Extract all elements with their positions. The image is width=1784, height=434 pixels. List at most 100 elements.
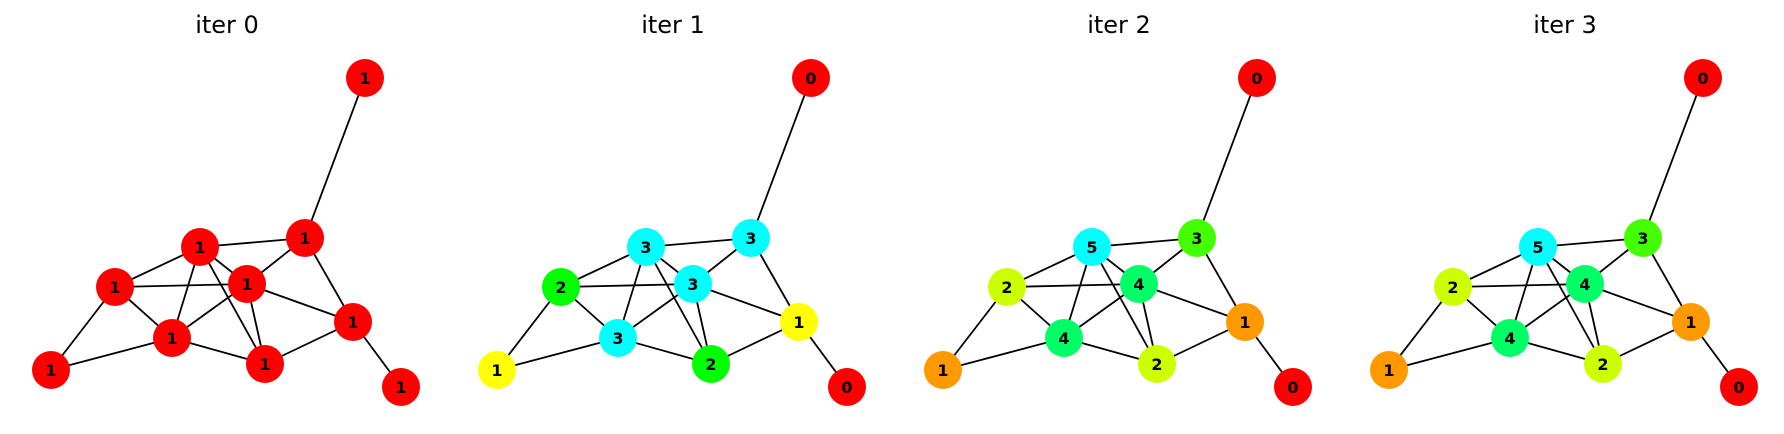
node-circle bbox=[792, 59, 830, 97]
node-circle bbox=[1566, 265, 1604, 303]
node-label: 4 bbox=[1504, 329, 1515, 348]
graph-node: 1 bbox=[1672, 303, 1710, 341]
node-circle bbox=[1672, 303, 1710, 341]
node-label: 1 bbox=[166, 329, 177, 348]
node-label: 0 bbox=[1287, 378, 1298, 397]
graph-node: 1 bbox=[780, 303, 818, 341]
node-label: 2 bbox=[555, 278, 566, 297]
node-label: 1 bbox=[347, 313, 358, 332]
node-circle bbox=[674, 265, 712, 303]
graph-node: 3 bbox=[674, 265, 712, 303]
node-circle bbox=[1274, 368, 1312, 406]
panel-title: iter 3 bbox=[1533, 11, 1597, 39]
graph-node: 1 bbox=[1370, 351, 1408, 389]
node-circle bbox=[1720, 368, 1758, 406]
node-label: 1 bbox=[491, 361, 502, 380]
graph-node: 1 bbox=[382, 368, 420, 406]
graph-node: 4 bbox=[1566, 265, 1604, 303]
node-circle bbox=[1434, 268, 1472, 306]
node-circle bbox=[1138, 345, 1176, 383]
node-circle bbox=[599, 319, 637, 357]
graph-node: 5 bbox=[1073, 228, 1111, 266]
graph-edge bbox=[496, 337, 619, 371]
node-circle bbox=[32, 351, 70, 389]
node-label: 3 bbox=[640, 238, 651, 257]
node-circle bbox=[732, 219, 770, 257]
node-label: 2 bbox=[1447, 278, 1458, 297]
node-label: 3 bbox=[1191, 229, 1202, 248]
node-label: 4 bbox=[1579, 275, 1590, 294]
graph-edge bbox=[560, 283, 694, 288]
graph-edge bbox=[1091, 246, 1158, 365]
graph-node: 0 bbox=[792, 59, 830, 97]
graph-edge bbox=[1452, 283, 1586, 288]
node-circle bbox=[346, 59, 384, 97]
graph-node: 1 bbox=[246, 345, 284, 383]
node-circle bbox=[1045, 319, 1083, 357]
graph-edge bbox=[50, 337, 173, 371]
graph-edge bbox=[1196, 77, 1258, 239]
node-label: 0 bbox=[805, 69, 816, 88]
node-circle bbox=[1120, 265, 1158, 303]
graph-node: 1 bbox=[346, 59, 384, 97]
node-circle bbox=[1519, 228, 1557, 266]
node-circle bbox=[1226, 303, 1264, 341]
graph-node: 1 bbox=[286, 219, 324, 257]
node-label: 5 bbox=[1532, 238, 1543, 257]
graph-node: 1 bbox=[478, 351, 516, 389]
node-label: 0 bbox=[1733, 378, 1744, 397]
node-label: 1 bbox=[1383, 361, 1394, 380]
node-label: 3 bbox=[687, 275, 698, 294]
node-label: 0 bbox=[1697, 69, 1708, 88]
node-label: 3 bbox=[745, 229, 756, 248]
graph-node: 2 bbox=[1434, 268, 1472, 306]
node-circle bbox=[382, 368, 420, 406]
node-label: 1 bbox=[1685, 313, 1696, 332]
panel-title: iter 2 bbox=[1087, 11, 1151, 39]
node-circle bbox=[1178, 219, 1216, 257]
node-circle bbox=[924, 351, 962, 389]
node-label: 3 bbox=[1637, 229, 1648, 248]
graph-node: 4 bbox=[1491, 319, 1529, 357]
node-label: 1 bbox=[1239, 313, 1250, 332]
graph-node: 3 bbox=[732, 219, 770, 257]
node-circle bbox=[228, 265, 266, 303]
node-circle bbox=[627, 228, 665, 266]
graph-node: 0 bbox=[1238, 59, 1276, 97]
node-label: 5 bbox=[1086, 238, 1097, 257]
node-label: 1 bbox=[194, 238, 205, 257]
node-circle bbox=[1073, 228, 1111, 266]
graph-edge bbox=[645, 246, 712, 365]
graph-node: 4 bbox=[1120, 265, 1158, 303]
graph-node: 2 bbox=[692, 345, 730, 383]
graph-node: 3 bbox=[627, 228, 665, 266]
graph-edge bbox=[1537, 246, 1604, 365]
node-circle bbox=[96, 268, 134, 306]
node-label: 3 bbox=[612, 329, 623, 348]
node-circle bbox=[1491, 319, 1529, 357]
node-label: 1 bbox=[45, 361, 56, 380]
node-label: 1 bbox=[793, 313, 804, 332]
node-circle bbox=[780, 303, 818, 341]
node-circle bbox=[988, 268, 1026, 306]
panel-title: iter 0 bbox=[195, 11, 259, 39]
node-circle bbox=[1238, 59, 1276, 97]
graph-node: 4 bbox=[1045, 319, 1083, 357]
node-label: 2 bbox=[705, 355, 716, 374]
node-label: 2 bbox=[1151, 355, 1162, 374]
node-label: 4 bbox=[1133, 275, 1144, 294]
graph-edge bbox=[750, 77, 812, 239]
graph-edge bbox=[1006, 283, 1140, 288]
node-circle bbox=[1684, 59, 1722, 97]
node-label: 2 bbox=[1001, 278, 1012, 297]
node-circle bbox=[153, 319, 191, 357]
node-circle bbox=[478, 351, 516, 389]
graph-node: 1 bbox=[32, 351, 70, 389]
graph-node: 3 bbox=[1624, 219, 1662, 257]
graph-edge bbox=[1388, 337, 1511, 371]
graph-node: 0 bbox=[828, 368, 866, 406]
